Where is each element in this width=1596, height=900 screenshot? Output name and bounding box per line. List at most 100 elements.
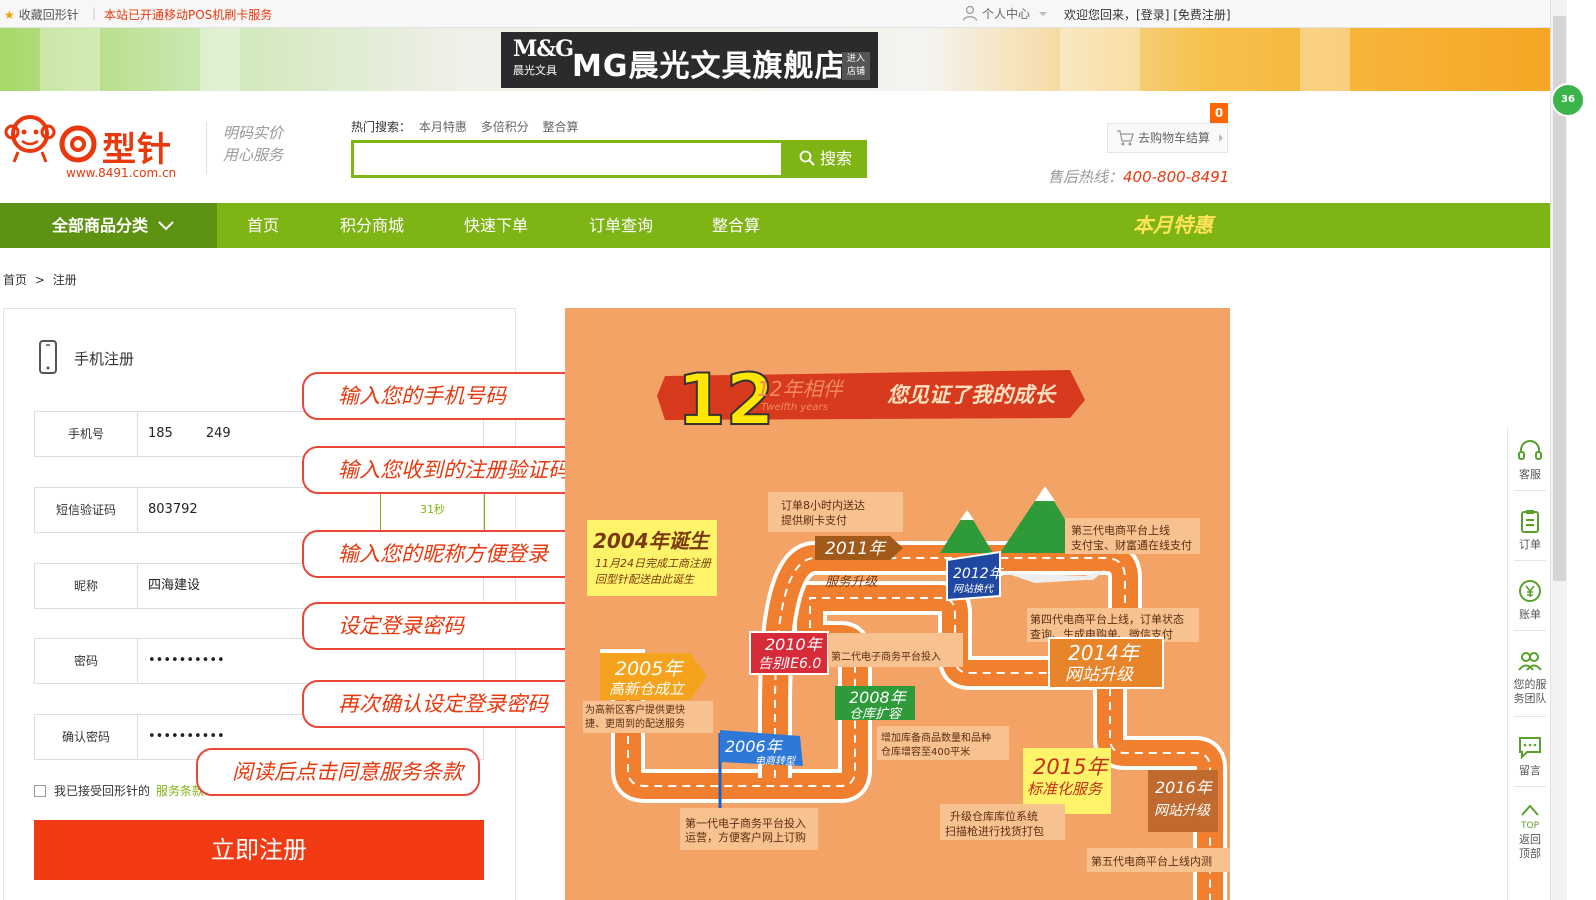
agree-checkbox[interactable] xyxy=(34,785,46,797)
svg-text:11月24日完成工商注册: 11月24日完成工商注册 xyxy=(595,557,712,570)
vertical-scrollbar[interactable] xyxy=(1550,0,1567,900)
svg-text:扫描枪进行找货打包: 扫描枪进行找货打包 xyxy=(945,824,1044,838)
hot-keyword[interactable]: 整合算 xyxy=(542,120,579,134)
main-nav: 全部商品分类 首页 积分商城 快速下单 订单查询 整合算 本月特惠 xyxy=(0,203,1550,248)
orders-button[interactable]: 订单 xyxy=(1508,508,1552,552)
register-link[interactable]: [免费注册] xyxy=(1173,8,1231,22)
title-cn: 12年相伴 xyxy=(757,377,845,401)
svg-text:高新仓成立: 高新仓成立 xyxy=(609,680,686,698)
annotation-sms: 输入您收到的注册验证码 xyxy=(302,446,585,494)
breadcrumb: 首页 > 注册 xyxy=(3,273,77,287)
nav-quick-order[interactable]: 快速下单 xyxy=(464,216,529,235)
sms-code-input[interactable]: 803792 xyxy=(148,502,198,517)
breadcrumb-home[interactable]: 首页 xyxy=(3,273,28,287)
customer-service-button[interactable]: 客服 xyxy=(1508,438,1552,482)
team-icon xyxy=(1518,652,1542,671)
svg-text:服务升级: 服务升级 xyxy=(825,575,878,590)
hot-search: 热门搜索： 本月特惠 多倍积分 整合算 xyxy=(351,120,579,134)
svg-text:第三代电商平台上线: 第三代电商平台上线 xyxy=(1071,523,1170,537)
top-bar: ★收藏回形针 | 本站已开通移动POS机刷卡服务 个人中心 欢迎您回来，[登录]… xyxy=(0,0,1550,28)
svg-text:电商转型: 电商转型 xyxy=(755,755,797,767)
site-logo[interactable]: 型针 www.8491.com.cn xyxy=(4,110,194,184)
hotline: 售后热线：400-800-8491 xyxy=(1048,168,1230,186)
nav-points-mall[interactable]: 积分商城 xyxy=(340,216,405,235)
right-toolbar: 客服 订单 账单 您的服务团队 留言 TOP 返回顶部 xyxy=(1507,428,1551,900)
svg-text:第五代电商平台上线内测: 第五代电商平台上线内测 xyxy=(1091,854,1212,868)
terms-link[interactable]: 服务条款 xyxy=(156,784,205,798)
svg-text:2011年: 2011年 xyxy=(825,539,887,559)
user-icon xyxy=(962,5,978,21)
password-input[interactable]: •••••••••• xyxy=(148,653,225,668)
search-icon xyxy=(799,150,815,166)
svg-text:网站升级: 网站升级 xyxy=(1065,665,1134,685)
svg-text:标准化服务: 标准化服务 xyxy=(1027,780,1104,798)
nickname-input[interactable]: 四海建设 xyxy=(148,578,201,593)
shop-name: MG晨光文具旗舰店 xyxy=(572,49,846,84)
nav-home[interactable]: 首页 xyxy=(247,216,280,235)
milestone-2004 xyxy=(587,520,717,596)
search-input[interactable] xyxy=(351,140,784,178)
brand-logo-cn: 晨光文具 xyxy=(513,64,557,77)
hot-keyword[interactable]: 本月特惠 xyxy=(418,120,467,134)
annotation-password: 设定登录密码 xyxy=(302,602,585,650)
back-to-top-button[interactable]: TOP 返回顶部 xyxy=(1508,802,1552,861)
login-link[interactable]: [登录] xyxy=(1136,8,1170,22)
svg-text:回型针配送由此诞生: 回型针配送由此诞生 xyxy=(595,573,695,586)
svg-text:订单8小时内送达: 订单8小时内送达 xyxy=(781,498,865,512)
brand-box xyxy=(501,32,878,88)
annotation-confirm: 再次确认设定登录密码 xyxy=(302,680,585,728)
milestone-2008 xyxy=(835,686,915,720)
nav-integrate[interactable]: 整合算 xyxy=(712,216,761,235)
milestone-2014 xyxy=(1048,637,1164,689)
cart-icon xyxy=(1117,130,1134,146)
big-number: 12 xyxy=(677,359,774,441)
star-icon: ★ xyxy=(4,8,15,22)
chat-bubble-icon xyxy=(1519,737,1541,760)
bill-button[interactable]: 账单 xyxy=(1508,578,1552,622)
submit-register-button[interactable]: 立即注册 xyxy=(34,820,484,880)
svg-text:为高新区客户提供更快: 为高新区客户提供更快 xyxy=(585,703,685,716)
nav-monthly-special[interactable]: 本月特惠 xyxy=(1133,213,1213,237)
search-button[interactable]: 搜索 xyxy=(784,140,867,178)
floating-badge[interactable]: 36 xyxy=(1551,83,1585,117)
enter-shop-button[interactable]: 进入店铺 xyxy=(842,52,870,80)
hot-keyword[interactable]: 多倍积分 xyxy=(480,120,529,134)
favorite-link[interactable]: ★收藏回形针 xyxy=(4,8,79,22)
svg-text:2008年: 2008年 xyxy=(849,688,908,707)
nav-order-query[interactable]: 订单查询 xyxy=(589,216,654,235)
scrollbar-thumb[interactable] xyxy=(1553,16,1566,581)
mobile-phone-icon xyxy=(39,340,57,374)
title-slogan: 您见证了我的成长 xyxy=(887,383,1057,407)
chevron-up-icon xyxy=(1521,804,1539,816)
all-categories-menu[interactable]: 全部商品分类 xyxy=(0,203,217,248)
headset-icon xyxy=(1518,440,1542,460)
service-team-button[interactable]: 您的服务团队 xyxy=(1508,648,1552,706)
mountain-icon xyxy=(940,510,993,553)
phone-field[interactable]: 手机号 185 249 xyxy=(34,411,484,457)
svg-text:支付宝、财富通在线支付: 支付宝、财富通在线支付 xyxy=(1071,538,1192,552)
timeline-graphic: 12 12年相伴 Twelfth years 您见证了我的成长 2004年诞生 xyxy=(583,358,1230,900)
svg-text:2006年: 2006年 xyxy=(725,737,784,756)
svg-text:第二代电子商务平台投入: 第二代电子商务平台投入 xyxy=(831,650,941,663)
top-banner-ad[interactable]: M&G 晨光文具 MG晨光文具旗舰店 进入店铺 xyxy=(0,28,1550,91)
logo-url: www.8491.com.cn xyxy=(66,166,177,180)
svg-text:2010年: 2010年 xyxy=(765,635,824,654)
title-en: Twelfth years xyxy=(761,402,828,413)
svg-text:网站换代: 网站换代 xyxy=(953,583,994,595)
annotation-phone: 输入您的手机号码 xyxy=(302,372,585,420)
window-edge xyxy=(1567,0,1596,900)
chevron-down-icon xyxy=(1038,12,1047,16)
mountain-icon xyxy=(1000,486,1085,553)
svg-text:运营，方便客户网上订购: 运营，方便客户网上订购 xyxy=(685,830,806,844)
cart-button[interactable]: 去购物车结算 xyxy=(1107,123,1228,153)
nickname-field[interactable]: 昵称 四海建设 xyxy=(34,563,484,609)
phone-input[interactable]: 185 249 xyxy=(148,426,231,441)
pos-notice-link[interactable]: 本站已开通移动POS机刷卡服务 xyxy=(104,8,273,22)
message-button[interactable]: 留言 xyxy=(1508,734,1552,778)
svg-text:第四代电商平台上线，订单状态: 第四代电商平台上线，订单状态 xyxy=(1030,612,1184,626)
confirm-password-input[interactable]: •••••••••• xyxy=(148,729,225,744)
svg-text:告别IE6.0: 告别IE6.0 xyxy=(758,656,821,672)
user-center-menu[interactable]: 个人中心 xyxy=(962,5,1048,22)
password-field[interactable]: 密码 •••••••••• xyxy=(34,638,484,684)
